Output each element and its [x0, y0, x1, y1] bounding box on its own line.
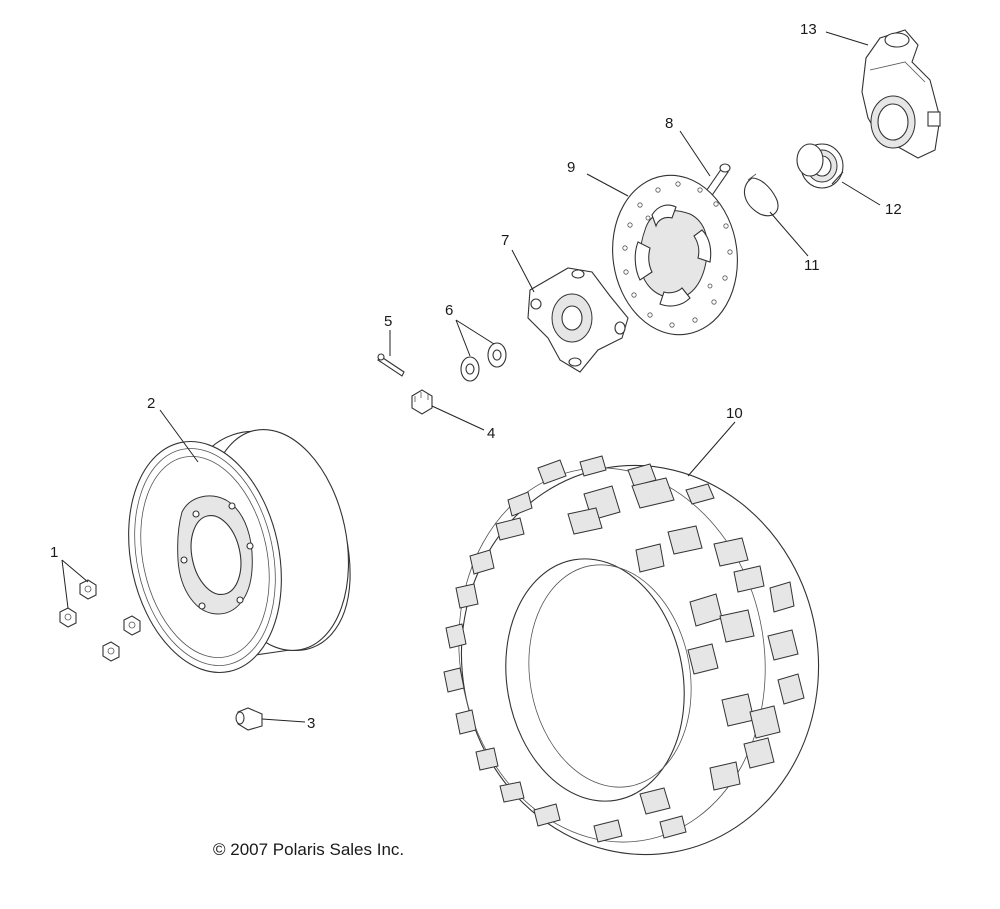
- callout-1: 1: [50, 544, 58, 561]
- leader-6b: [455, 319, 495, 345]
- part-tire: [443, 455, 820, 856]
- leader-11: [769, 211, 809, 257]
- copyright-notice: © 2007 Polaris Sales Inc.: [213, 840, 405, 859]
- part-castle-nut: [411, 389, 433, 415]
- callout-11: 11: [804, 257, 820, 274]
- callout-5: 5: [384, 313, 392, 330]
- callout-6: 6: [445, 302, 453, 319]
- part-wheel-hub: [527, 267, 629, 373]
- part-wheel-bearing: [796, 143, 844, 189]
- callout-7: 7: [501, 232, 509, 249]
- callout-12: 12: [885, 201, 902, 218]
- leader-8: [679, 130, 711, 177]
- callout-10: 10: [726, 405, 743, 422]
- part-valve-stem: [235, 707, 263, 731]
- callout-13: 13: [800, 21, 817, 38]
- leader-7: [511, 249, 535, 293]
- callout-9: 9: [567, 159, 575, 176]
- leader-10: [687, 421, 736, 477]
- part-steering-knuckle: [861, 29, 941, 159]
- part-cotter-pin: [377, 353, 405, 377]
- callout-2: 2: [147, 395, 155, 412]
- leader-1b: [61, 559, 69, 609]
- leader-3: [261, 718, 306, 723]
- leader-12: [841, 181, 881, 206]
- leader-13: [825, 31, 869, 46]
- part-wheel-rim: [128, 428, 351, 674]
- callout-3: 3: [307, 715, 315, 732]
- part-lug-nuts: [59, 579, 141, 662]
- leader-2: [159, 409, 199, 463]
- leader-4: [431, 405, 485, 431]
- leader-lines: [61, 31, 881, 723]
- part-washers: [460, 342, 507, 382]
- leader-1a: [61, 559, 89, 583]
- part-brake-disc: [612, 174, 738, 336]
- leader-6a: [455, 319, 471, 357]
- leader-9: [586, 173, 629, 197]
- callout-numbers: 1 2 3 4 5 6 7 8 9 10 11 12 13: [50, 21, 902, 732]
- callout-4: 4: [487, 425, 495, 442]
- callout-8: 8: [665, 115, 673, 132]
- part-snap-ring: [743, 173, 779, 217]
